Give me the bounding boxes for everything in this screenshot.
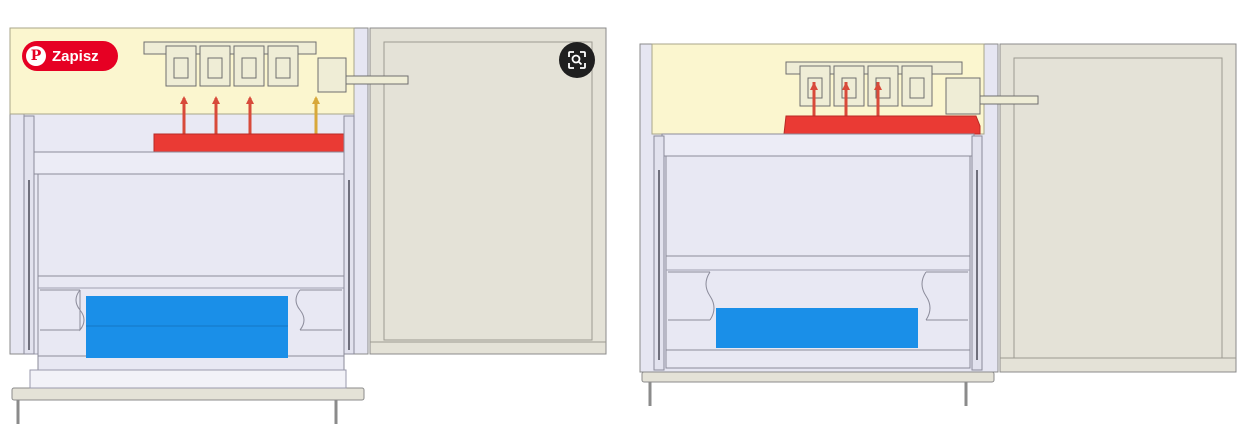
left-blue-block [86, 296, 288, 358]
visual-search-button[interactable] [559, 42, 595, 78]
left-base-plate [11, 387, 365, 401]
right-clamp-bar [783, 115, 981, 135]
save-button-label: Zapisz [52, 47, 99, 65]
right-blue-block [716, 308, 918, 348]
visual-search-icon [568, 51, 586, 69]
right-drawing [639, 43, 1237, 406]
pinterest-save-button[interactable]: P Zapisz [22, 41, 118, 71]
right-door-panel [999, 43, 1237, 373]
right-base-plate [641, 371, 995, 383]
left-hinge-pins [180, 96, 320, 136]
left-hinge-mechanism [143, 41, 409, 93]
left-drawing [9, 27, 607, 424]
right-hinge-pins [810, 82, 882, 118]
pinterest-logo-icon: P [26, 46, 46, 66]
left-door-panel [369, 27, 607, 355]
